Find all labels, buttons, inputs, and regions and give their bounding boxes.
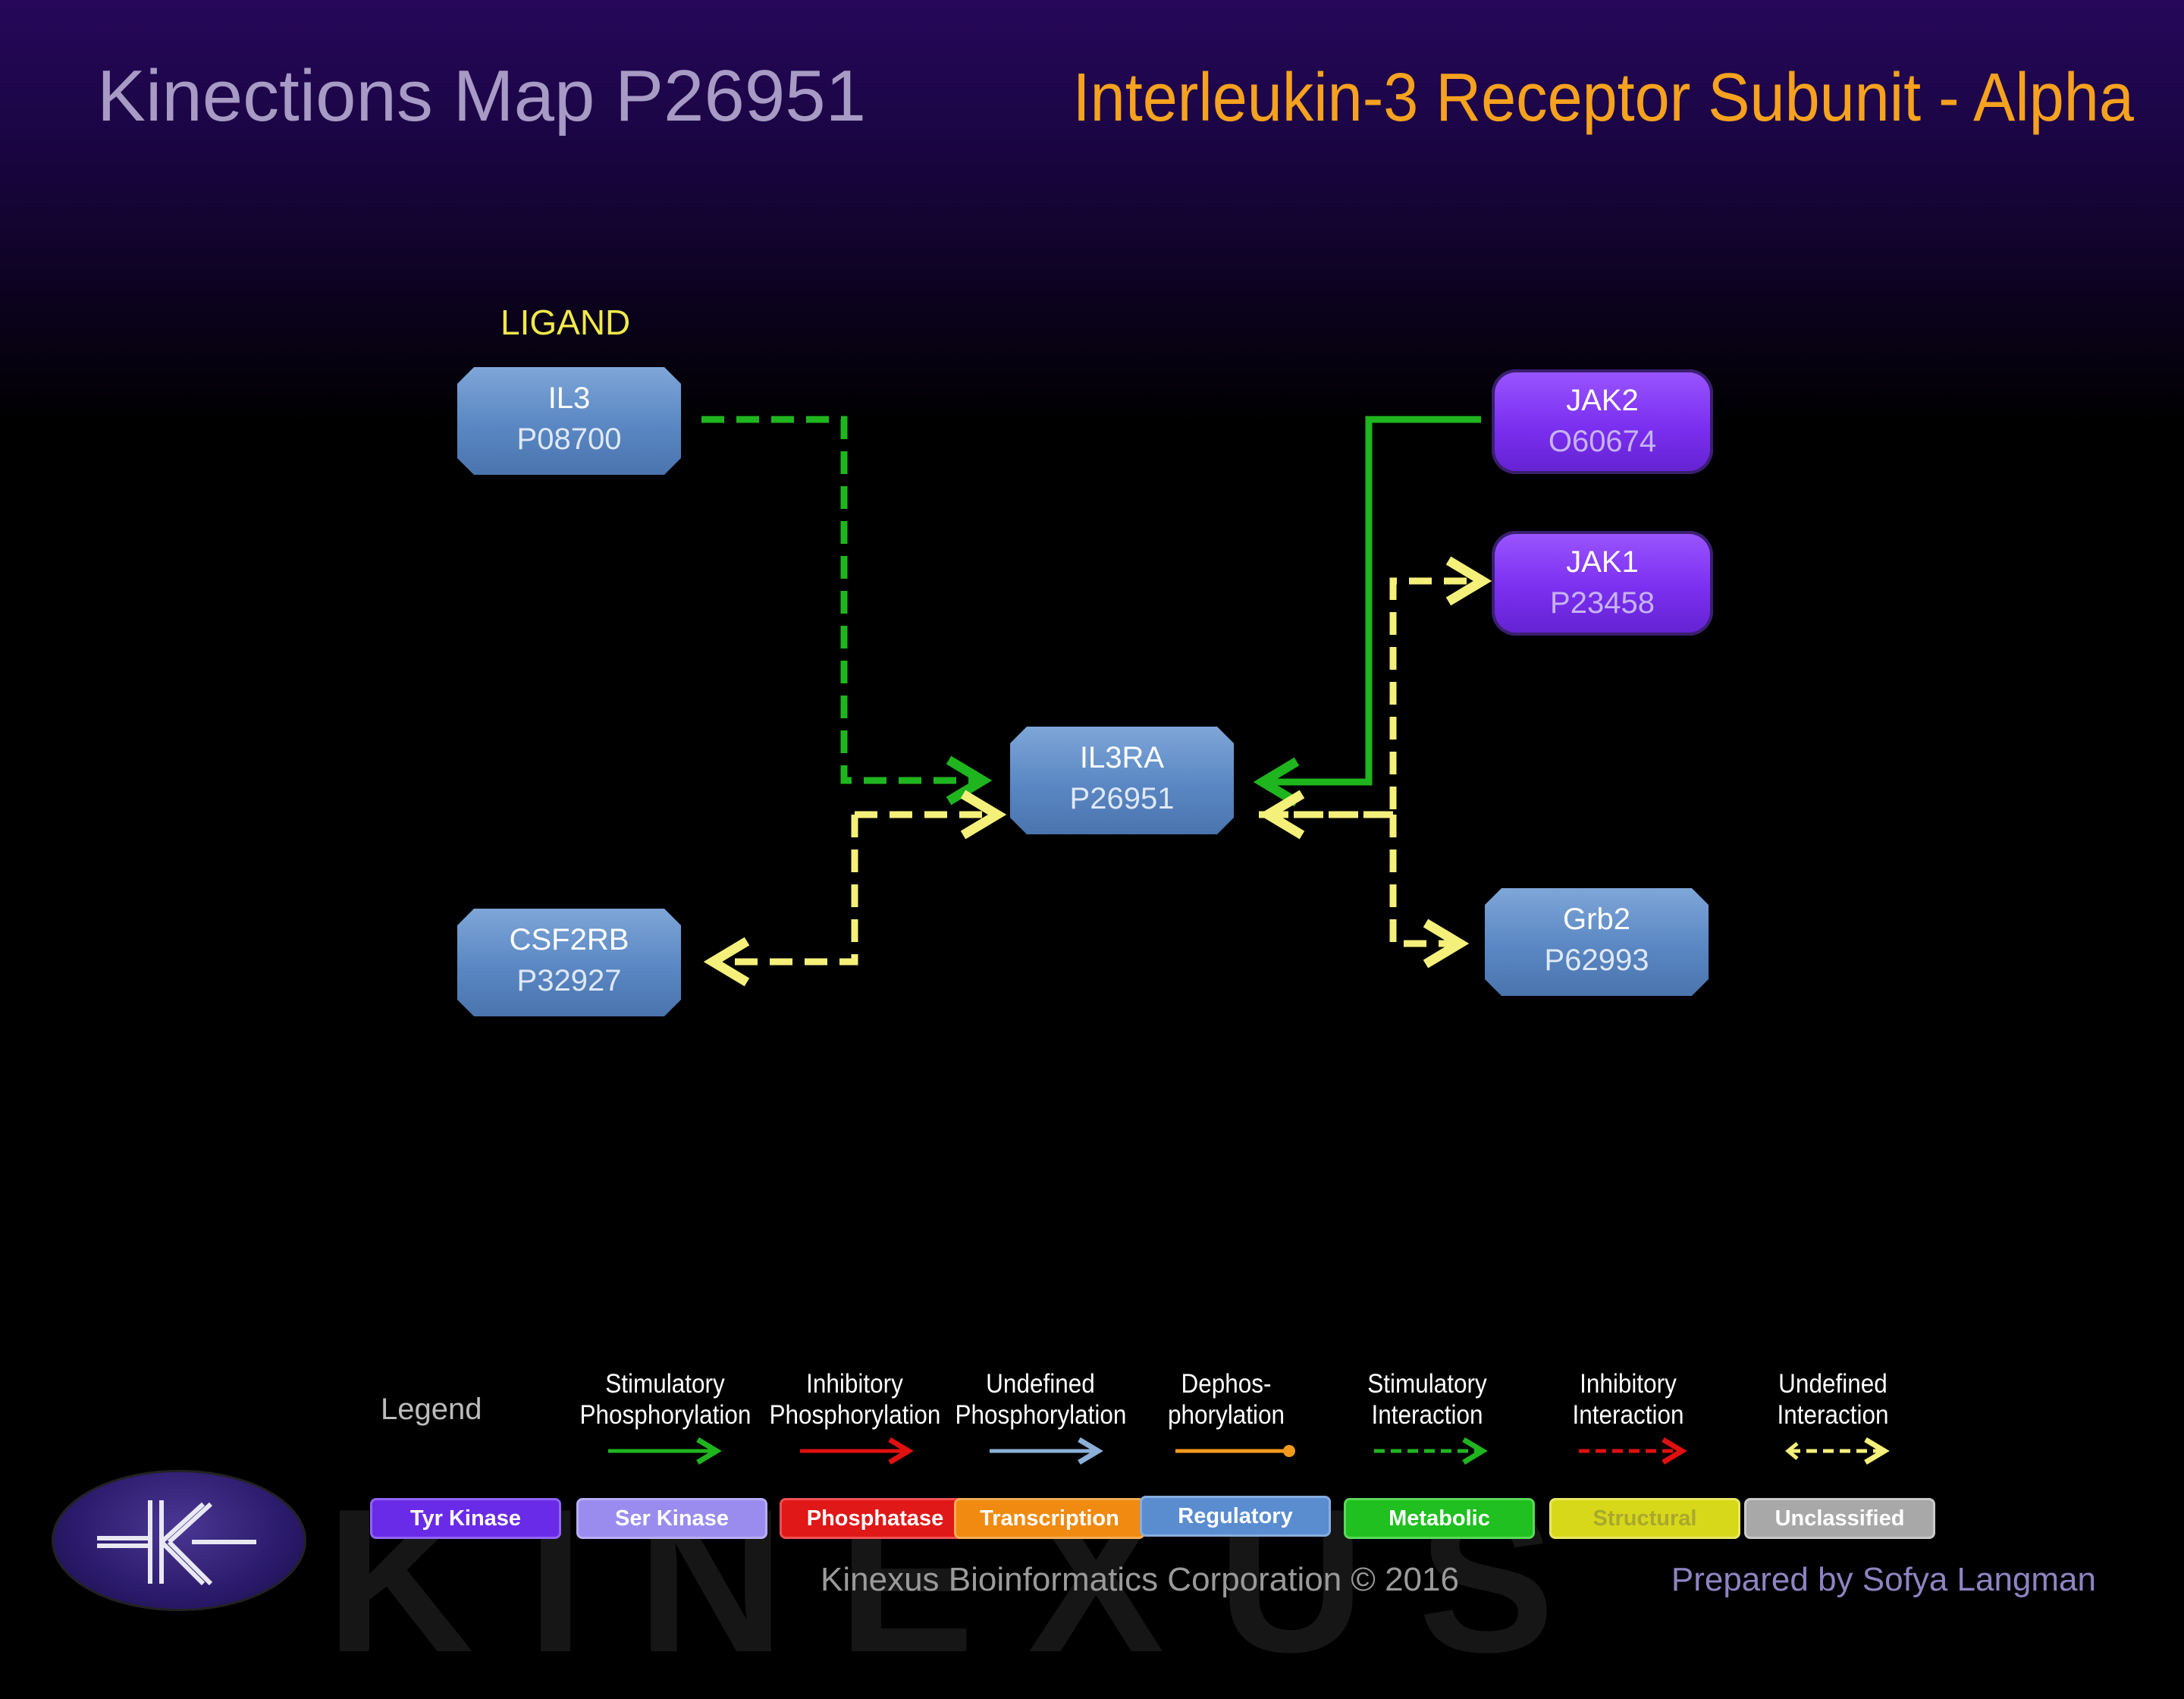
node-name: CSF2RB bbox=[509, 923, 629, 956]
node-grb2[interactable]: Grb2 P62993 bbox=[1485, 888, 1709, 996]
node-jak1[interactable]: JAK1 P23458 bbox=[1492, 531, 1713, 636]
node-name: JAK2 bbox=[1566, 384, 1639, 417]
node-name: IL3 bbox=[548, 382, 591, 415]
node-accession: P23458 bbox=[1550, 586, 1655, 620]
edge-il3ra-csf2rb bbox=[703, 815, 858, 987]
legend-ser-kinase: Ser Kinase bbox=[576, 1498, 767, 1539]
legend-inhib-phos: Inhibitory Phosphorylation bbox=[769, 1369, 941, 1430]
legend-inhib-int: Inhibitory Interaction bbox=[1572, 1369, 1684, 1430]
node-accession: P62993 bbox=[1544, 944, 1649, 977]
legend-unclassified: Unclassified bbox=[1744, 1498, 1935, 1539]
legend-stim-phos: Stimulatory Phosphorylation bbox=[579, 1369, 752, 1430]
node-name: JAK1 bbox=[1566, 545, 1639, 579]
footer-company: Kinexus Bioinformatics Corporation © 201… bbox=[821, 1561, 1459, 1598]
legend-undef-phos: Undefined Phosphorylation bbox=[955, 1369, 1127, 1430]
legend-metabolic: Metabolic bbox=[1344, 1498, 1535, 1539]
edge-il3ra-jak1 bbox=[1259, 556, 1492, 818]
edge-jak2-il3ra bbox=[1253, 416, 1481, 807]
legend-dephos: Dephos- phorylation bbox=[1167, 1369, 1285, 1430]
node-jak2[interactable]: JAK2 O60674 bbox=[1492, 369, 1713, 474]
legend-title: Legend bbox=[381, 1393, 482, 1426]
legend-undef-int: Undefined Interaction bbox=[1777, 1369, 1889, 1430]
node-accession: O60674 bbox=[1548, 425, 1657, 458]
legend-phosphatase: Phosphatase bbox=[780, 1498, 971, 1539]
edge-il3ra-grb2 bbox=[1389, 815, 1470, 969]
legend-stim-int: Stimulatory Interaction bbox=[1367, 1369, 1487, 1430]
ligand-label: LIGAND bbox=[500, 303, 631, 342]
page-title: Kinections Map P26951 bbox=[97, 55, 866, 137]
footer-prepared-by: Prepared by Sofya Langman bbox=[1671, 1561, 2096, 1598]
header-background bbox=[0, 0, 2184, 425]
node-il3ra[interactable]: IL3RA P26951 bbox=[1010, 727, 1234, 834]
node-name: IL3RA bbox=[1079, 741, 1165, 774]
node-accession: P08700 bbox=[516, 422, 622, 456]
legend-transcription: Transcription bbox=[954, 1498, 1145, 1539]
legend-structural: Structural bbox=[1549, 1498, 1740, 1539]
protein-name: Interleukin-3 Receptor Subunit - Alpha bbox=[1072, 60, 2134, 136]
node-csf2rb[interactable]: CSF2RB P32927 bbox=[457, 909, 681, 1016]
legend-tyr-kinase: Tyr Kinase bbox=[370, 1498, 561, 1539]
legend-regulatory: Regulatory bbox=[1140, 1496, 1331, 1537]
interaction-edges bbox=[608, 416, 1890, 1465]
node-accession: P26951 bbox=[1069, 782, 1175, 815]
node-il3[interactable]: IL3 P08700 bbox=[457, 367, 681, 475]
node-name: Grb2 bbox=[1563, 903, 1630, 936]
kinexus-logo bbox=[52, 1470, 306, 1611]
edge-il3-il3ra bbox=[701, 416, 993, 806]
node-accession: P32927 bbox=[516, 964, 622, 997]
